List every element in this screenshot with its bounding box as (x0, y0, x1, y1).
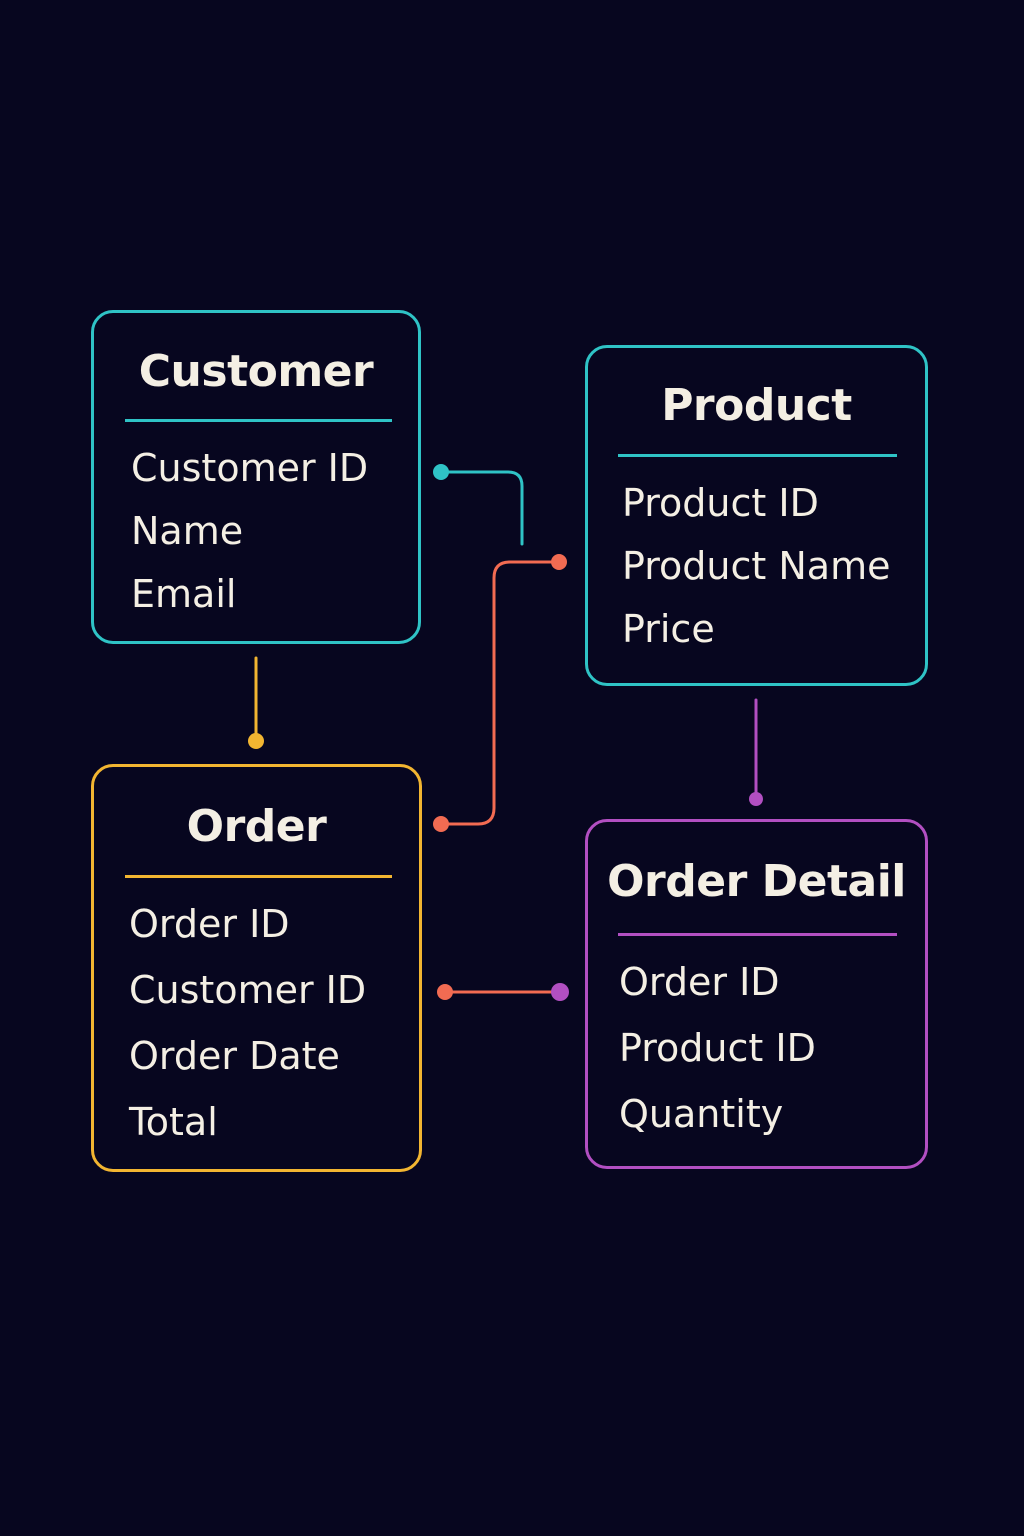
entity-title: Customer (138, 346, 374, 397)
connector-endpoint (749, 792, 763, 806)
entity-field: Order ID (129, 902, 290, 946)
entity-divider (125, 419, 392, 422)
connector-customer-order (248, 656, 264, 749)
entity-field: Quantity (619, 1092, 784, 1136)
connector-endpoint (551, 554, 567, 570)
entity-field-list: Order ID Product ID Quantity (619, 963, 816, 1161)
entity-order-detail[interactable]: Order Detail Order ID Product ID Quantit… (585, 819, 928, 1169)
entity-field: Email (131, 572, 237, 616)
entity-field: Customer ID (131, 446, 369, 490)
entity-field-list: Order ID Customer ID Order Date Total (129, 905, 366, 1169)
entity-field: Order Date (129, 1034, 340, 1078)
entity-field-list: Customer ID Name Email (131, 449, 368, 638)
connector-endpoint (433, 464, 449, 480)
entity-field: Product Name (622, 544, 891, 588)
entity-customer[interactable]: Customer Customer ID Name Email (91, 310, 421, 644)
entity-field: Product ID (619, 1026, 816, 1070)
entity-product[interactable]: Product Product ID Product Name Price (585, 345, 928, 686)
connector-customer-product (433, 464, 524, 546)
connector-endpoint (433, 816, 449, 832)
entity-field: Price (622, 607, 715, 651)
entity-divider (618, 454, 897, 457)
entity-divider (618, 933, 897, 936)
connector-order-order-detail (437, 983, 569, 1001)
connector-endpoint (437, 984, 453, 1000)
entity-field-list: Product ID Product Name Price (622, 484, 890, 673)
connector-line (439, 560, 561, 826)
entity-field: Total (129, 1100, 218, 1144)
entity-title: Product (661, 380, 852, 431)
connector-line (439, 470, 524, 546)
entity-order[interactable]: Order Order ID Customer ID Order Date To… (91, 764, 422, 1172)
entity-field: Name (131, 509, 244, 553)
entity-field: Product ID (622, 481, 819, 525)
entity-divider (125, 875, 392, 878)
connector-product-order-detail (749, 698, 763, 806)
connector-endpoint (248, 733, 264, 749)
entity-field: Order ID (619, 960, 780, 1004)
entity-title: Order (186, 801, 327, 852)
connector-order-product (433, 554, 567, 832)
entity-field: Customer ID (129, 968, 367, 1012)
entity-title: Order Detail (607, 856, 906, 907)
connector-endpoint (551, 983, 569, 1001)
